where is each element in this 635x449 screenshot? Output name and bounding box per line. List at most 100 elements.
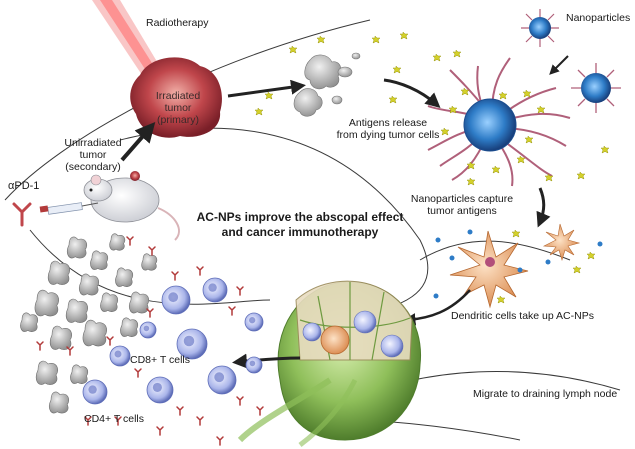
t-cell-nucleus — [183, 335, 195, 347]
arrow-node-to-tcells — [232, 353, 301, 369]
antigen-star — [448, 105, 458, 114]
syringe — [39, 202, 99, 215]
antigen-star — [264, 91, 274, 100]
antigen-star — [452, 49, 462, 58]
np-dot — [449, 255, 455, 261]
label-irradiated-tumor-line1: Irradiated — [155, 90, 201, 102]
antigen-star — [586, 251, 596, 260]
arrow-dc-to-node — [403, 289, 471, 326]
label-irradiated-tumor-line2: tumor — [164, 102, 192, 114]
antibody — [146, 308, 154, 318]
debris-cell — [67, 236, 88, 259]
label-irradiated-tumor-line3: (primary) — [157, 114, 199, 126]
antigen-star — [576, 171, 586, 180]
debris-cell — [70, 364, 89, 384]
antibody — [171, 271, 179, 281]
antigen-star — [466, 177, 476, 186]
label-migrate: Migrate to draining lymph node — [473, 388, 618, 400]
t-cell-nucleus — [214, 372, 225, 383]
antigen-star — [524, 135, 534, 144]
antigen-star — [498, 91, 508, 100]
antibody — [134, 368, 142, 378]
dendritic-cell-small — [542, 223, 581, 262]
np-dot — [433, 293, 439, 299]
label-unirradiated-line2: tumor — [79, 149, 107, 161]
antigen-star — [511, 229, 521, 238]
antigen-star — [460, 87, 470, 96]
arrow-antigens-to-np — [383, 78, 441, 108]
t-cell-nucleus — [114, 350, 122, 358]
label-unirradiated-line1: Unirradiated — [64, 137, 122, 149]
antibody — [36, 341, 44, 351]
label-apd1: αPD-1 — [8, 180, 40, 192]
dying-tumor-cells — [293, 52, 361, 117]
antigen-star — [522, 89, 532, 98]
t-cell-nucleus — [152, 382, 162, 392]
antigen-star — [572, 265, 582, 274]
debris-cell — [35, 360, 59, 385]
debris-cell — [120, 317, 139, 337]
t-cell-nucleus — [143, 325, 150, 332]
debris-cell — [79, 273, 100, 296]
antibody — [196, 266, 204, 276]
irradiated-tumor — [130, 57, 222, 138]
antibody — [228, 306, 236, 316]
antigen-star — [536, 105, 546, 114]
main-title-line2: and cancer immunotherapy — [221, 225, 379, 239]
t-cell-nucleus — [249, 317, 256, 324]
antibody — [236, 286, 244, 296]
antigen-star — [496, 295, 506, 304]
dendritic-cell-large — [449, 230, 529, 309]
antibody — [84, 416, 92, 426]
label-np-capture: Nanoparticles capture tumor antigens — [398, 193, 526, 217]
antibody — [196, 416, 204, 426]
antibody — [148, 246, 156, 256]
antigen-star — [466, 161, 476, 170]
debris-cell — [141, 253, 158, 271]
antigen-star — [491, 165, 501, 174]
t-cells — [82, 277, 264, 405]
nanoparticle-with-antigens — [427, 57, 571, 187]
debris-cell — [65, 298, 89, 323]
antigen-star — [388, 95, 398, 104]
debris-cell — [82, 319, 107, 347]
debris-cell — [115, 267, 134, 287]
antibody — [114, 416, 122, 426]
arrow-np-to-dc — [536, 187, 551, 228]
label-np-capture-line1: Nanoparticles capture — [410, 193, 514, 205]
antibody — [156, 426, 164, 436]
t-cell-nucleus — [88, 385, 97, 394]
antibody — [66, 346, 74, 356]
label-unirradiated-tumor: Unirradiated tumor (secondary) — [55, 137, 131, 173]
antigen-star — [432, 53, 442, 62]
label-antigens-release: Antigens release from dying tumor cells — [313, 117, 463, 141]
antibody-icon — [12, 202, 32, 227]
debris-cell — [100, 292, 119, 312]
debris-cell — [129, 291, 150, 314]
label-dc-uptake: Dendritic cells take up AC-NPs — [451, 310, 594, 322]
antibody — [256, 406, 264, 416]
np-dot — [517, 267, 523, 273]
antigen-star — [516, 155, 526, 164]
antigen-star — [288, 45, 298, 54]
tumor-cell-debris — [20, 233, 158, 414]
main-title-line1: AC-NPs improve the abscopal effect — [196, 210, 404, 224]
t-cell-nucleus — [249, 360, 256, 367]
debris-cell — [90, 250, 109, 270]
np-dot — [435, 237, 441, 243]
debris-cell — [47, 260, 71, 285]
antigen-star — [544, 173, 554, 182]
label-np-capture-line2: tumor antigens — [427, 205, 497, 217]
antigen-star — [316, 35, 326, 44]
debris-cell — [34, 289, 59, 317]
label-antigens-line1: Antigens release — [348, 117, 428, 129]
main-title: AC-NPs improve the abscopal effect and c… — [180, 210, 420, 240]
mouse — [83, 171, 180, 241]
debris-cell — [49, 325, 73, 350]
label-radiotherapy: Radiotherapy — [146, 17, 209, 29]
lymph-node — [237, 280, 422, 447]
debris-cell — [49, 391, 70, 414]
nanoparticle-small-1 — [521, 9, 559, 47]
